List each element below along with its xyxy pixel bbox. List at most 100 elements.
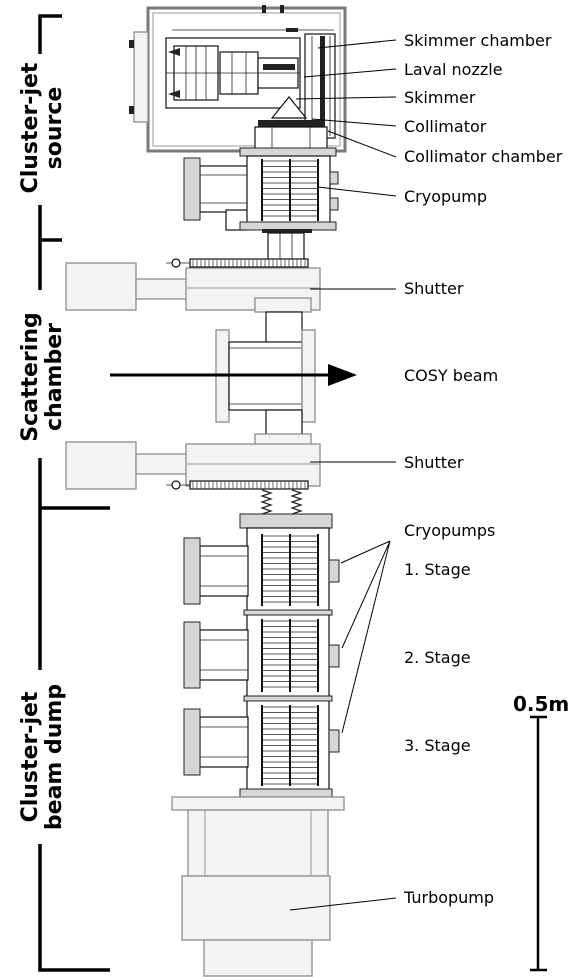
label-turbopump: Turbopump: [403, 888, 494, 907]
label-skimmer: Skimmer: [404, 88, 476, 107]
source-side-flange: [133, 31, 149, 123]
section-label-source-line1: Cluster-jet: [18, 62, 43, 193]
shutter-actuator-box: [65, 441, 137, 490]
source-connector: [262, 229, 312, 262]
scattering-tube-lower: [265, 409, 303, 437]
stage-divider: [243, 695, 333, 702]
beam-dump-column: [246, 527, 330, 793]
leader-cryopumps-stage-2: [341, 540, 391, 649]
turbopump-inlet: [187, 809, 329, 877]
nozzle-gear: [263, 64, 295, 70]
leader-skimmer: [295, 96, 397, 100]
label-stage-2: 2. Stage: [404, 648, 471, 667]
section-label-scattering-line2: chamber: [42, 323, 67, 431]
scattering-beam-dump-bracket-divider: [38, 458, 110, 670]
source-scattering-bracket-divider: [38, 205, 62, 290]
beam-dump-bottom-flange: [239, 788, 333, 798]
shutter-housing: [185, 443, 321, 487]
beam-dump-cryopumps: [183, 513, 340, 798]
label-shutter-bottom: Shutter: [404, 453, 464, 472]
cluster-jet-source: [129, 5, 347, 153]
leader-cryopumps-stage-1: [340, 540, 391, 564]
stage-side-flange: [183, 537, 201, 605]
skimmer-cone: [270, 96, 308, 119]
skimmer-chamber-inner-wall: [152, 12, 341, 147]
shutter-thread-hatch: [192, 259, 306, 267]
cryopump-bottom-flange: [239, 221, 337, 231]
scale-bar-line: [530, 715, 547, 972]
scale-bar: 0.5m: [513, 692, 569, 972]
stage-cold-head: [261, 619, 319, 692]
leader-skimmer-chamber: [317, 39, 397, 49]
stage-port: [328, 644, 340, 668]
leader-laval-nozzle: [303, 68, 397, 78]
turbopump: [171, 796, 345, 977]
nozzle-marker: [168, 90, 180, 98]
section-label-beam-dump-line2: beam dump: [42, 684, 67, 830]
cryopump-top-flange: [239, 147, 337, 157]
label-shutter-top: Shutter: [404, 279, 464, 298]
stage-side-arm: [199, 716, 249, 768]
scattering-tube-upper: [265, 311, 303, 345]
label-cryopump: Cryopump: [404, 187, 487, 206]
stage-side-arm: [199, 629, 249, 681]
stage-side-flange: [183, 621, 201, 689]
cryopump-port: [329, 171, 339, 185]
cryopump-side-flange: [183, 157, 201, 221]
shutter-knob: [171, 480, 181, 490]
cryopump-stage-3: [183, 705, 340, 786]
component-labels: Skimmer chamber Laval nozzle Skimmer Col…: [289, 31, 563, 911]
shutter-knob: [171, 258, 181, 268]
section-label-source: Cluster-jet source: [18, 62, 67, 193]
leader-cryopump: [317, 186, 397, 197]
beam-dump-bracket-bottom: [38, 844, 110, 972]
shutter-top: [65, 258, 321, 313]
cryopump-side-arm: [199, 165, 249, 213]
nozzle-marker: [168, 48, 180, 56]
leader-turbopump: [289, 897, 397, 911]
shutter-bottom: [65, 433, 321, 490]
support-rod-clamp: [286, 28, 298, 32]
stage-side-arm: [199, 545, 249, 597]
stage-cold-head: [261, 705, 319, 786]
flange-bolt: [129, 40, 134, 48]
label-stage-3: 3. Stage: [404, 736, 471, 755]
leader-cryopumps-stage-3: [341, 540, 391, 734]
connector-tube: [267, 232, 305, 262]
flange-bolt: [129, 106, 134, 114]
connector-flange: [262, 229, 312, 233]
bellows-spring: [260, 489, 273, 515]
cryopump-body: [246, 155, 331, 225]
cryopump-port: [329, 197, 339, 211]
section-label-scattering: Scattering chamber: [18, 312, 67, 442]
bellows: [260, 489, 303, 515]
label-collimator-chamber: Collimator chamber: [404, 147, 563, 166]
shutter-actuator-box: [65, 262, 137, 311]
collimator-plate: [258, 120, 322, 127]
beam-dump-top-flange: [239, 513, 333, 529]
laval-nozzle: [165, 37, 301, 109]
shutter-actuator-rod: [135, 453, 189, 475]
section-label-beam-dump: Cluster-jet beam dump: [18, 684, 67, 830]
stage-port: [328, 559, 340, 583]
section-label-beam-dump-line1: Cluster-jet: [18, 691, 43, 822]
label-laval-nozzle: Laval nozzle: [404, 60, 503, 79]
base-plate: [171, 796, 345, 811]
shutter-actuator-rod: [135, 278, 189, 300]
stage-cold-head: [261, 534, 319, 606]
label-skimmer-chamber: Skimmer chamber: [404, 31, 552, 50]
cryopump: [183, 147, 339, 231]
label-collimator: Collimator: [404, 117, 487, 136]
stage-divider: [243, 609, 333, 616]
leader-collimator: [311, 118, 397, 127]
source-bracket-top: [38, 14, 62, 54]
section-label-source-line2: source: [42, 87, 67, 170]
shutter-thread-hatch: [192, 481, 306, 489]
housing-top-bolt: [262, 5, 266, 13]
turbopump-base: [203, 939, 313, 977]
label-cosy-beam: COSY beam: [404, 366, 498, 385]
section-label-scattering-line1: Scattering: [18, 312, 43, 442]
stage-port: [328, 729, 340, 753]
stage-side-flange: [183, 708, 201, 776]
